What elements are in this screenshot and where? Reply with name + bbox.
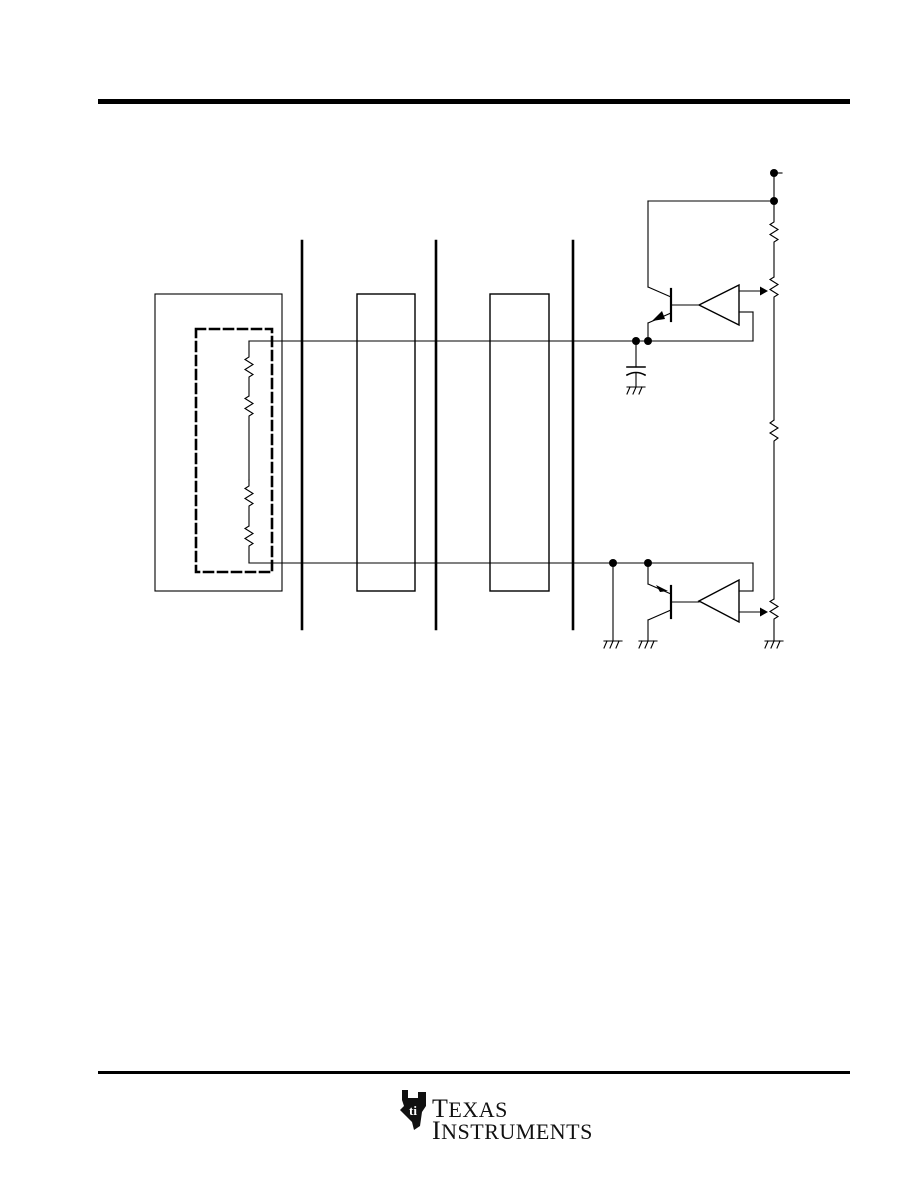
sensor-resistor-r4 xyxy=(243,525,255,564)
right-pot-top xyxy=(768,276,780,421)
ground-symbol-bottom-transistor xyxy=(638,640,658,649)
ground-symbol-capacitor xyxy=(626,386,646,395)
top-transistor-emitter-arrow xyxy=(652,311,665,321)
interface-block-2 xyxy=(489,293,550,592)
ti-logo-icon: ti xyxy=(400,1090,426,1130)
capacitor xyxy=(625,340,647,388)
ti-logo: ti TEXAS INSTRUMENTS xyxy=(396,1082,592,1143)
junction-dots xyxy=(609,169,778,567)
sensor-resistor-r1 xyxy=(243,340,255,397)
logo-line-texas: TEXAS xyxy=(432,1094,508,1123)
bottom-transistor xyxy=(647,583,700,621)
svg-text:ti: ti xyxy=(409,1103,417,1118)
logo-line-instruments: INSTRUMENTS xyxy=(432,1116,593,1145)
header-rule xyxy=(98,99,850,104)
sensor-resistor-r3 xyxy=(243,479,255,527)
ground-symbol-bottom-line xyxy=(603,640,623,649)
interface-block-1 xyxy=(356,293,416,592)
right-resistor-middle xyxy=(768,419,780,600)
sensor-resistor-chain xyxy=(243,340,255,564)
bottom-amplifier xyxy=(697,578,740,624)
footer-rule xyxy=(98,1071,850,1074)
right-resistor-top xyxy=(768,200,780,278)
top-amplifier xyxy=(697,283,740,327)
top-wiper-arrow xyxy=(760,286,768,296)
right-pot-bottom xyxy=(768,598,780,642)
bottom-transistor-emitter-arrow xyxy=(656,585,668,592)
sensor-dashed-boundary xyxy=(194,327,274,574)
ground-symbol-right xyxy=(764,640,784,649)
sensor-resistor-r2 xyxy=(243,395,255,481)
bottom-wiper-arrow xyxy=(760,607,768,617)
sensor-enclosure-box xyxy=(154,293,283,592)
